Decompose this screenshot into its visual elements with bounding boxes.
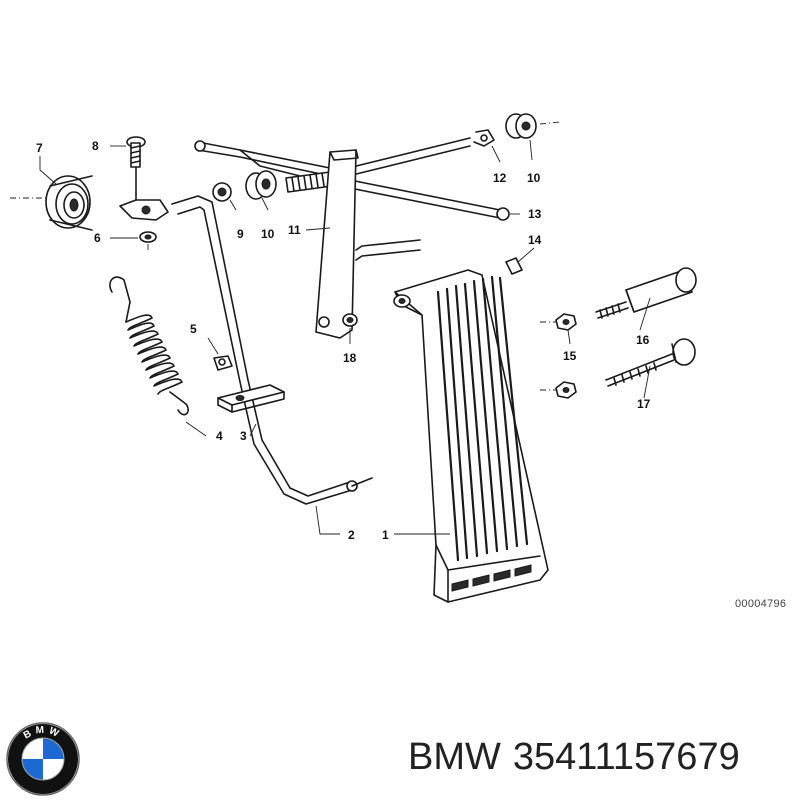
nut-15-lower: [555, 381, 577, 399]
callout-1: 1: [382, 528, 389, 542]
brand-name: BMW: [408, 736, 501, 778]
callout-11: 11: [288, 223, 301, 237]
bolt-8: [126, 136, 146, 201]
callout-8: 8: [92, 139, 99, 153]
callout-10-right: 10: [527, 171, 541, 185]
callout-7: 7: [36, 141, 43, 155]
pedal-stop-16: [595, 267, 697, 319]
part-caption: BMW 35411157679: [408, 736, 740, 779]
leader-lines: [39, 139, 651, 535]
callout-6: 6: [94, 231, 101, 245]
diagram-code: 00004796: [735, 598, 787, 610]
part-number: 35411157679: [512, 736, 740, 778]
callout-5: 5: [190, 322, 197, 336]
callout-3: 3: [240, 429, 247, 443]
callouts: 7 8 6 9 10 11 12 10 13 14 5 4 3 18 15 16…: [36, 139, 651, 542]
callout-16: 16: [636, 333, 650, 347]
clip-14: [505, 257, 523, 275]
logo-blue-quadrant-1: [43, 738, 64, 759]
callout-9: 9: [237, 227, 244, 241]
grommet-7: [45, 175, 93, 231]
callout-12: 12: [493, 171, 507, 185]
washer-9: [212, 182, 232, 202]
nut-15-upper: [555, 313, 577, 331]
lever-11: [315, 149, 421, 339]
bushing-10-right: [505, 113, 537, 139]
clip-5: [213, 355, 233, 371]
callout-4: 4: [216, 429, 223, 443]
callout-10-left: 10: [261, 227, 275, 241]
callout-18: 18: [343, 351, 357, 365]
bmw-logo: BMW: [6, 722, 80, 796]
linkage-rods: [194, 137, 510, 221]
logo-blue-quadrant-2: [22, 759, 43, 780]
clip-12: [473, 129, 495, 147]
callout-2: 2: [348, 528, 355, 542]
tension-spring: [109, 276, 189, 416]
axis-marks: [10, 121, 561, 391]
callout-14: 14: [528, 233, 542, 247]
callout-13: 13: [528, 207, 542, 221]
bracket: [217, 384, 285, 413]
accelerator-pedal: [393, 269, 549, 603]
pedal-rod: [119, 195, 373, 505]
callout-15: 15: [563, 349, 577, 363]
bushing-10-left: [245, 170, 277, 200]
callout-17: 17: [637, 397, 651, 411]
nut-18: [342, 313, 358, 327]
pedal-stop-17: [605, 338, 696, 387]
bushing-6: [139, 231, 157, 243]
